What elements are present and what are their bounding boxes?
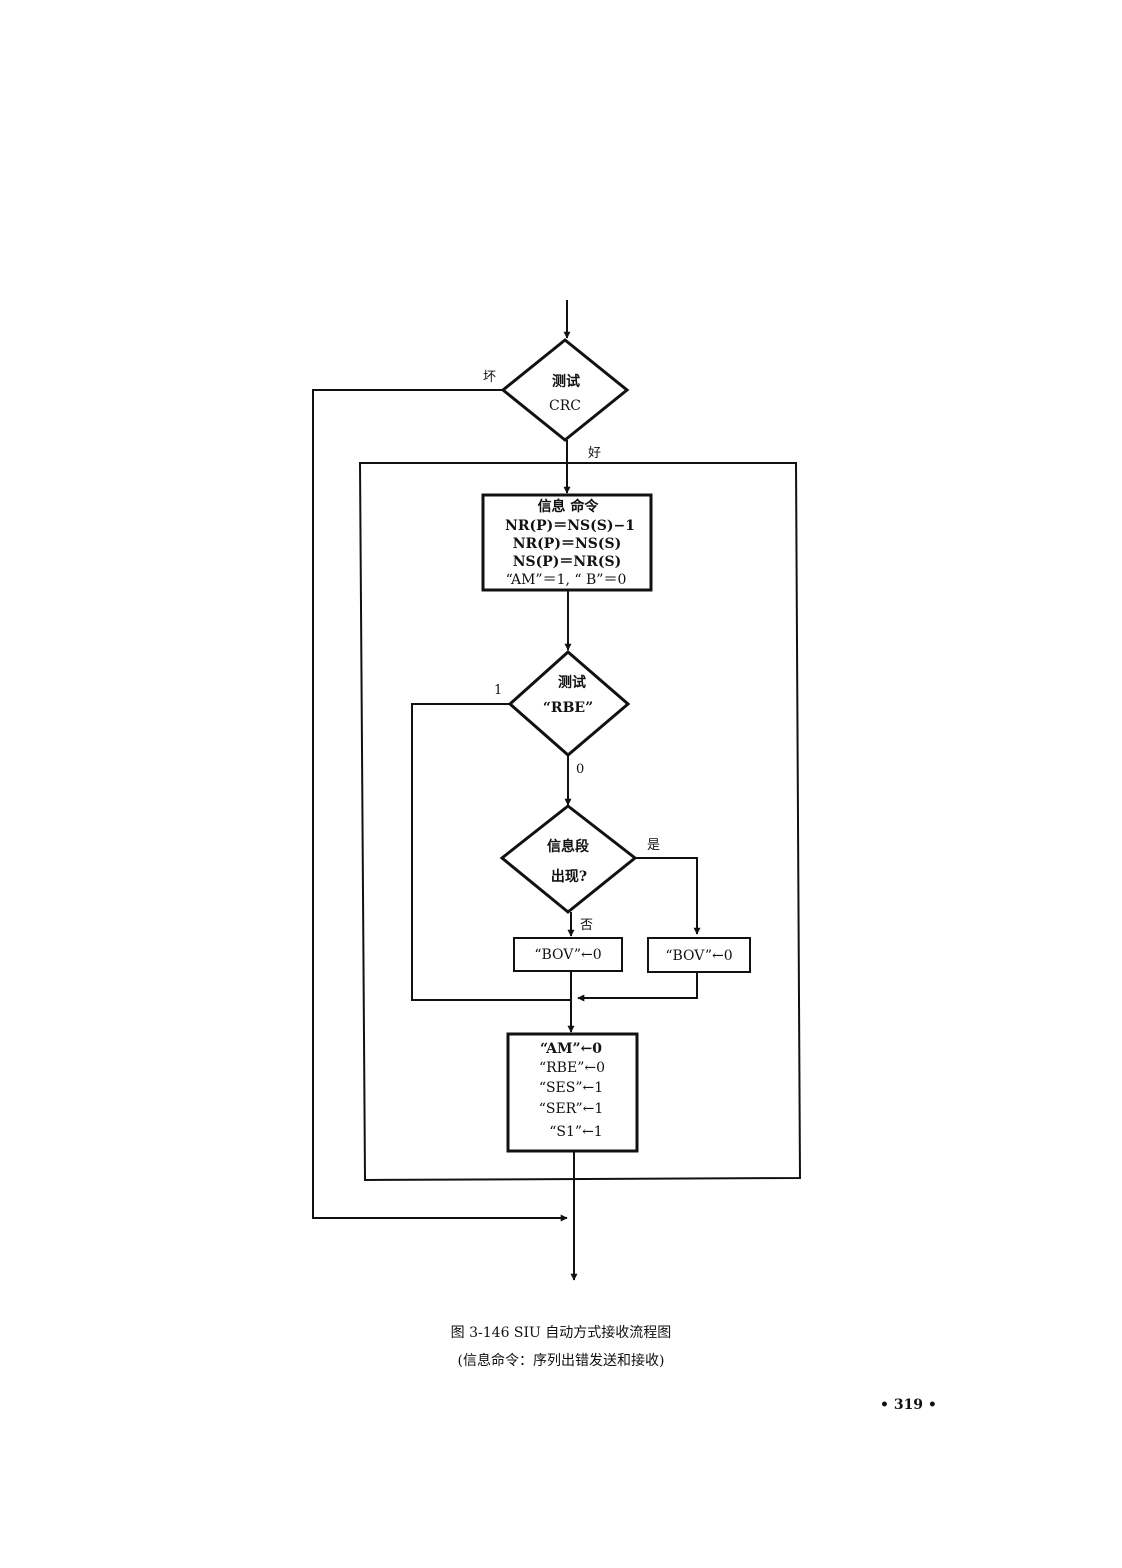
reset-flags-line-3: “SES”←1 [539,1080,603,1096]
rbe-test-label-2: “RBE” [543,700,593,716]
crc-good-label: 好 [588,446,601,461]
info-command-line-3: NR(P)＝NS(S) [513,536,621,552]
crc-test-diamond [500,338,630,442]
info-command-line-2: NR(P)＝NS(S)−1 [505,518,635,534]
reset-flags-line-5: “S1”←1 [549,1124,602,1140]
rbe-one-label: 1 [494,683,502,698]
info-command-line-1: 信息 命令 [538,498,600,515]
reset-flags-line-4: “SER”←1 [539,1101,604,1117]
bov-box-right-text: “BOV”←0 [665,948,732,964]
reset-flags-line-1: “AM”←0 [540,1041,602,1057]
crc-bad-label: 坏 [483,370,496,385]
bov-box-left [513,937,623,972]
info-field-diamond [499,804,638,914]
reset-flags-line-2: “RBE”←0 [539,1060,605,1076]
info-field-label-1: 信息段 [547,838,589,855]
crc-test-label-1: 测试 [552,373,580,390]
bov-right-merge [577,972,698,1002]
crc-bad-path [312,389,568,1222]
info-field-yes-path [635,857,701,935]
info-field-no-label: 否 [580,918,593,933]
figure-caption-line-2: (信息命令：序列出错发送和接收) [457,1353,665,1369]
info-command-line-5: “AM”＝1, “ B”＝0 [506,572,627,588]
info-field-label-2: 出现? [551,868,587,885]
rbe-test-label-1: 测试 [558,674,586,691]
info-field-yes-label: 是 [647,838,660,853]
crc-test-label-2: CRC [549,398,581,414]
figure-caption-line-1: 图 3-146 SIU 自动方式接收流程图 [450,1325,672,1341]
bov-box-right [647,937,751,973]
reset-flags-box [506,1032,639,1153]
info-command-line-4: NS(P)＝NR(S) [513,554,621,570]
rbe-one-path [411,703,571,1001]
bov-box-left-text: “BOV”←0 [534,947,601,963]
page-number: • 319 • [880,1397,937,1413]
enclosing-frame [358,462,802,1182]
rbe-zero-label: 0 [576,762,584,777]
